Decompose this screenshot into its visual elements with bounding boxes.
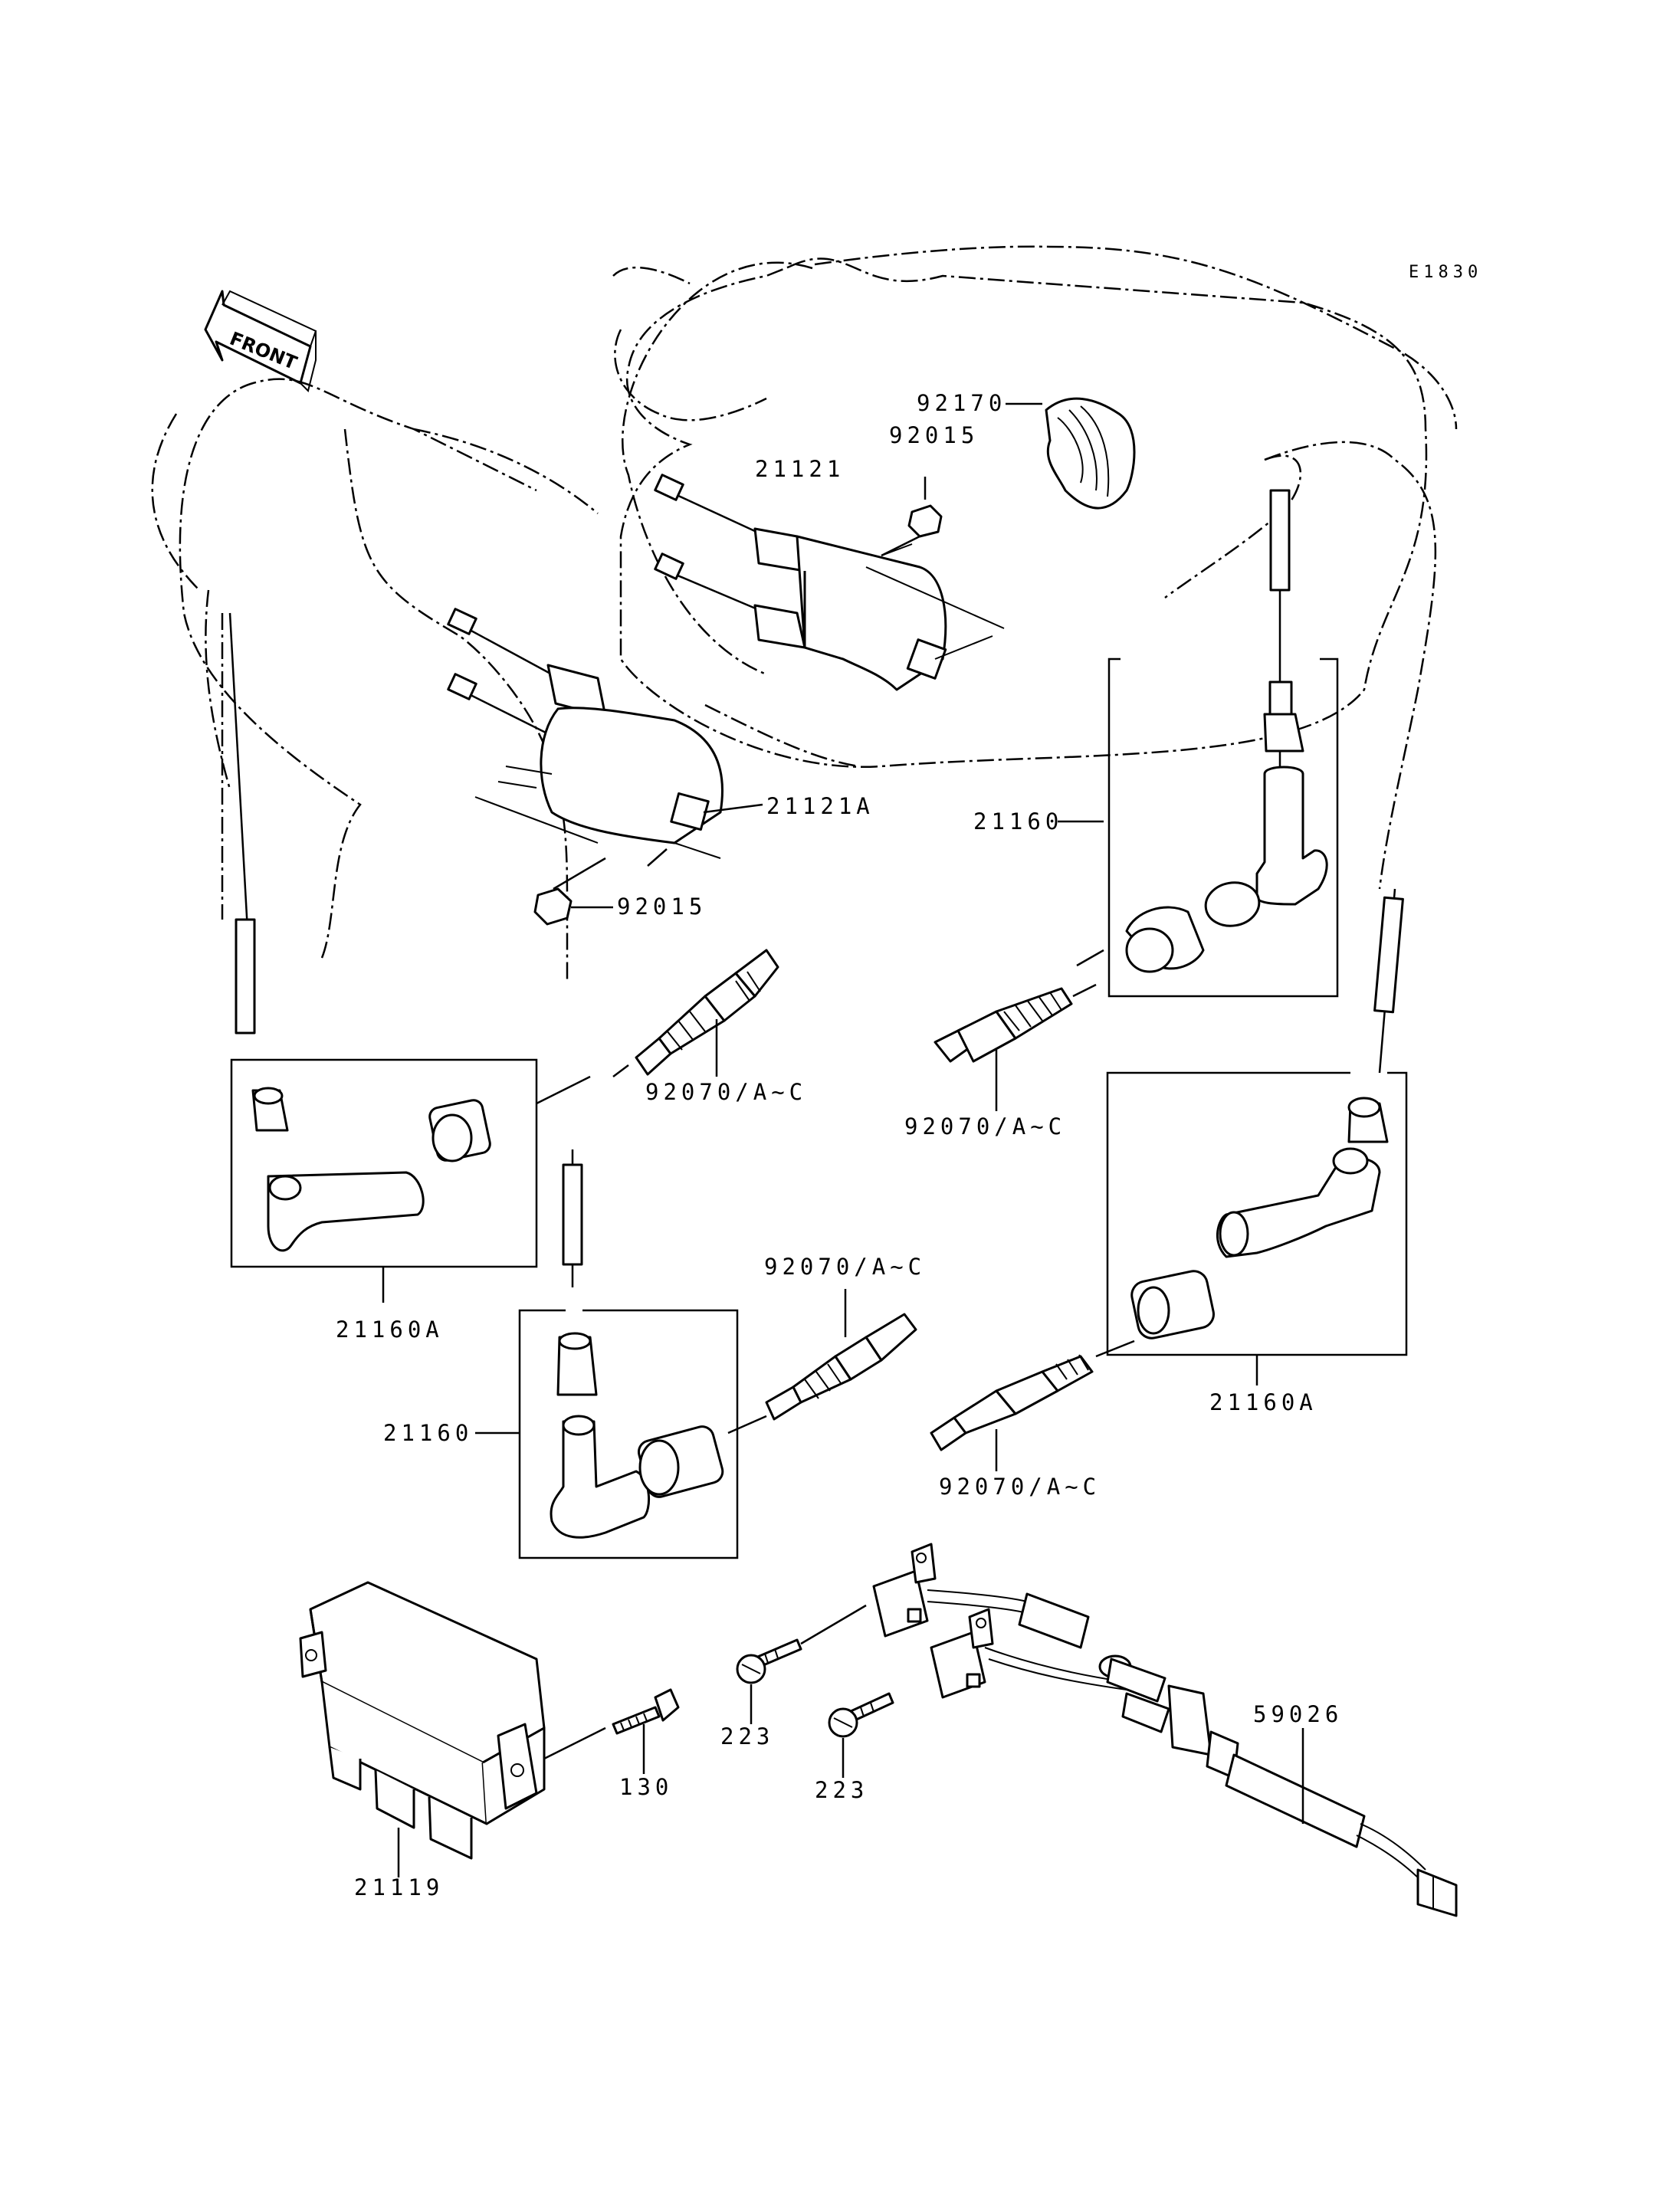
ignition-coil-21121A <box>447 608 763 867</box>
igniter-21119 <box>299 1581 606 1877</box>
label-21119: 21119 <box>354 1874 444 1900</box>
front-arrow-icon: FRONT <box>204 290 317 392</box>
plug-cap-set-21160-right <box>1058 489 1339 998</box>
ignition-coil-21121 <box>654 474 1005 691</box>
label-21121A: 21121A <box>766 793 874 819</box>
plug-cap-set-21160-center <box>475 1149 767 1559</box>
label-92015-mid: 92015 <box>617 894 707 920</box>
clamp-92170 <box>1006 397 1136 510</box>
label-59026: 59026 <box>1253 1701 1343 1727</box>
label-130: 130 <box>619 1774 673 1800</box>
spark-plug-lower <box>930 1340 1135 1471</box>
label-92070-center: 92070/A~C <box>764 1254 926 1280</box>
nut-92015-mid <box>533 857 613 926</box>
screw-223-left <box>736 1604 867 1724</box>
label-92170: 92170 <box>917 390 1006 416</box>
plug-cap-set-21160A-right <box>1106 888 1408 1385</box>
plug-cap-set-21160A-left <box>228 612 591 1303</box>
group-outline-upper <box>619 257 1428 769</box>
spark-plug-left <box>612 949 779 1077</box>
label-21160-right: 21160 <box>973 808 1063 835</box>
label-92070-lower: 92070/A~C <box>939 1474 1101 1500</box>
nut-92015-top <box>881 477 943 557</box>
pickup-coil-59026 <box>872 1543 1458 1917</box>
group-outline-outer-left <box>621 261 813 676</box>
diagram-code: E1830 <box>1409 263 1482 282</box>
label-21160A-left: 21160A <box>336 1317 444 1343</box>
label-21160-center: 21160 <box>383 1420 473 1446</box>
label-92015-top: 92015 <box>889 422 979 448</box>
label-21160A-right: 21160A <box>1209 1389 1317 1415</box>
bolt-130 <box>612 1688 680 1774</box>
spark-plug-center <box>765 1289 917 1421</box>
spark-plug-right <box>934 983 1097 1111</box>
label-21121: 21121 <box>755 456 845 482</box>
screw-223-right <box>828 1692 894 1778</box>
label-223-right: 223 <box>815 1777 868 1803</box>
label-223-left: 223 <box>720 1723 774 1749</box>
label-92070-left: 92070/A~C <box>645 1079 807 1105</box>
label-92070-right: 92070/A~C <box>904 1113 1066 1139</box>
